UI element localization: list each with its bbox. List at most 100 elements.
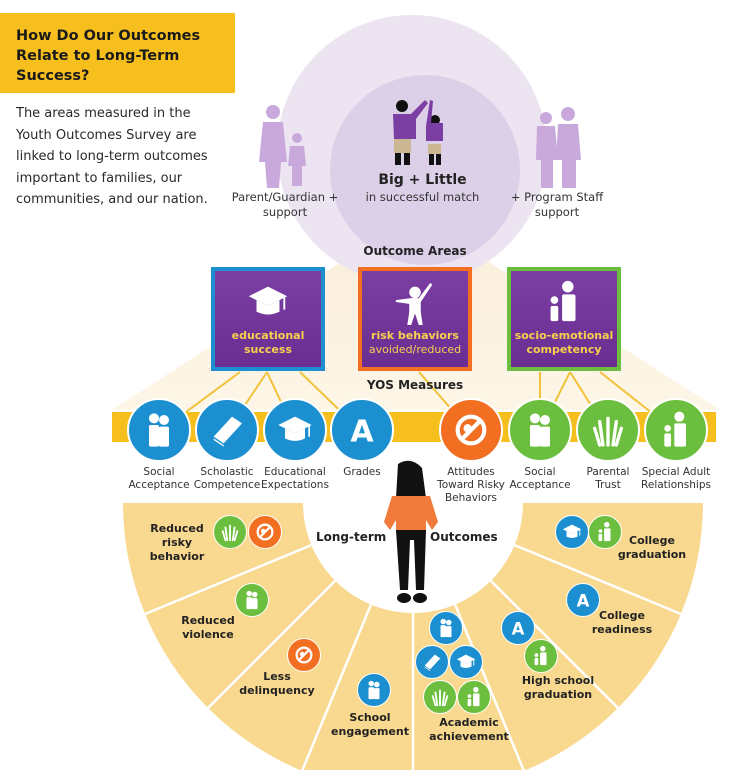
- measure-label-line3: Behaviors: [444, 492, 498, 504]
- youth-girl-silhouette-icon: [384, 460, 438, 603]
- svg-text:A: A: [350, 415, 374, 450]
- segment-line2: violence: [182, 628, 234, 641]
- fan-divider: [207, 579, 337, 709]
- outcomes-fan: [123, 503, 703, 770]
- outcomes-label: Outcomes: [430, 530, 498, 544]
- measure-no-symbol-icon: [439, 398, 503, 462]
- inner-circle: [330, 75, 520, 265]
- intro-text: The areas measured in the Youth Outcomes…: [16, 106, 208, 207]
- segment-line1: High school: [521, 674, 595, 687]
- measure-adult-child-icon: [644, 398, 708, 462]
- measure-label-line2: Acceptance: [128, 479, 190, 491]
- parent-guardian-label: Parent/Guardian + support: [220, 190, 350, 220]
- adult-child-icon: [541, 279, 587, 329]
- fan-divider: [514, 543, 682, 616]
- segment-line1: Reduced: [150, 522, 204, 535]
- measure-label-line1: Special Adult: [641, 466, 711, 478]
- big-little-label: Big + Little in successful match: [355, 170, 490, 205]
- graduation-cap-icon: [245, 279, 291, 329]
- segment-line1: Less: [263, 670, 291, 683]
- big-little-highfive-icon: [393, 100, 443, 165]
- big-little-sub: in successful match: [365, 190, 480, 204]
- staff-sub: support: [534, 205, 580, 219]
- segment-line2: graduation: [523, 688, 593, 701]
- long-term-label: Long-term: [316, 530, 387, 544]
- segment-line1: College: [599, 609, 645, 622]
- segment-adult-child-icon: [588, 515, 622, 549]
- measure-label-line1: Parental: [586, 466, 630, 478]
- measure-label-line2: Expectations: [261, 479, 329, 491]
- segment-line2: graduation: [617, 548, 687, 561]
- outcome-areas-heading: Outcome Areas: [363, 244, 467, 258]
- segment-line1: Reduced: [181, 614, 235, 627]
- fan-divider: [144, 543, 312, 616]
- measure-book-icon: [195, 398, 259, 462]
- segment-people-icon: [235, 583, 269, 617]
- segment-line2: readiness: [591, 623, 653, 636]
- svg-text:A: A: [577, 591, 590, 610]
- measure-label-line2: Acceptance: [509, 479, 571, 491]
- fan-divider: [453, 604, 525, 770]
- segment-hands-icon: [213, 515, 247, 549]
- outcome-area-line2: avoided/reduced: [368, 343, 462, 356]
- outcome-area-line2: competency: [526, 343, 602, 356]
- segment-letter-a-icon: A: [501, 611, 535, 645]
- measure-people-icon: [508, 398, 572, 462]
- measure-label-line1: Scholastic: [200, 466, 254, 478]
- measure-label-line1: Educational: [264, 466, 326, 478]
- fan-divider: [489, 579, 619, 709]
- segment-no-symbol-icon: [248, 515, 282, 549]
- child-jumping-icon: [392, 279, 438, 329]
- parent-sub: support: [262, 205, 308, 219]
- measure-graduation-cap-icon: [263, 398, 327, 462]
- segment-line2: delinquency: [239, 684, 315, 697]
- parent-label: Parent/Guardian +: [231, 190, 339, 204]
- staff-label: + Program Staff: [510, 190, 604, 204]
- program-staff-label: + Program Staff support: [492, 190, 622, 220]
- outcome-area-line1: socio-emotional: [514, 329, 614, 342]
- measure-label-line2: Competence: [193, 479, 261, 491]
- segment-hands-icon: [423, 680, 457, 714]
- measure-label-line2: Trust: [595, 479, 621, 491]
- measure-letter-a-icon: A: [330, 398, 394, 462]
- segment-line1: Academic: [439, 716, 499, 729]
- segment-line1: School: [349, 711, 391, 724]
- measure-label-line2: Relationships: [641, 479, 711, 491]
- svg-text:A: A: [512, 619, 525, 638]
- yos-measures-heading: YOS Measures: [366, 378, 464, 392]
- segment-letter-a-icon: A: [566, 583, 600, 617]
- measure-label-line2: Toward Risky: [437, 479, 505, 491]
- segment-no-symbol-icon: [287, 638, 321, 672]
- segment-graduation-cap-icon: [449, 645, 483, 679]
- segment-line2: engagement: [331, 725, 409, 738]
- title-box: [0, 13, 235, 93]
- program-staff-silhouette-icon: [536, 107, 581, 188]
- segment-people-icon: [429, 611, 463, 645]
- measure-label-line1: Social: [524, 466, 556, 478]
- segment-adult-child-icon: [524, 639, 558, 673]
- measure-label-line1: Social: [143, 466, 175, 478]
- measure-label-line1: Grades: [343, 466, 381, 478]
- measure-label-line1: Attitudes: [447, 466, 495, 478]
- measure-hands-icon: [576, 398, 640, 462]
- segment-line3: behavior: [149, 550, 205, 563]
- segment-line1: College: [629, 534, 675, 547]
